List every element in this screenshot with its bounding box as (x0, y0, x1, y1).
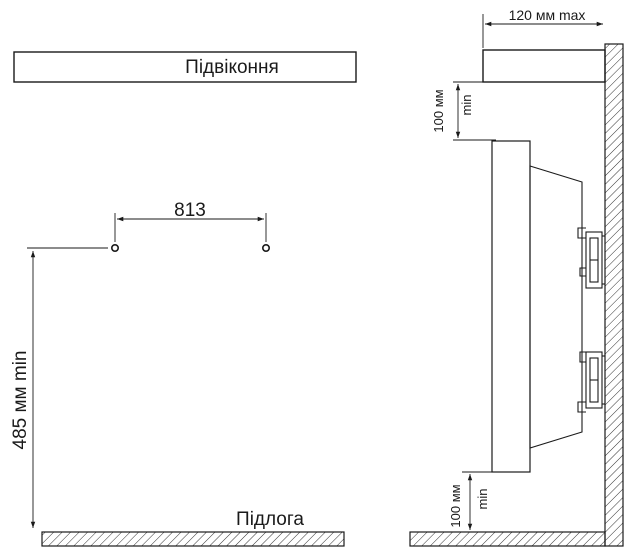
upper-bracket (577, 227, 605, 289)
bottom-gap-unit: min (475, 489, 490, 510)
spacing-value: 813 (174, 200, 206, 221)
heater-body (491, 140, 583, 473)
sill-label: Підвіконня (185, 57, 279, 78)
bottom-gap-dimension: 100 мм min (448, 471, 492, 530)
floor-label: Підлога (236, 509, 304, 530)
side-view: 120 мм max 100 мм min (409, 7, 624, 547)
floor-side (409, 531, 606, 547)
window-sill-side (482, 49, 606, 83)
mounting-hole-left (111, 244, 120, 253)
bottom-gap-value: 100 мм (448, 484, 463, 527)
floor-front: Підлога (41, 509, 345, 547)
wall (604, 43, 624, 547)
mounting-hole-right (261, 244, 270, 253)
window-sill-front (13, 51, 357, 83)
height-dimension: 485 мм min (10, 247, 108, 528)
spacing-dimension: 813 (114, 200, 267, 242)
depth-value: 120 мм max (509, 7, 586, 23)
top-gap-dimension: 100 мм min (431, 81, 496, 141)
depth-dimension: 120 мм max (482, 7, 603, 48)
top-gap-value: 100 мм (431, 89, 446, 132)
top-gap-unit: min (459, 95, 474, 116)
height-value: 485 мм min (10, 351, 31, 450)
front-view: Підвіконня 813 485 мм min Підлога (10, 51, 357, 547)
lower-bracket (577, 351, 605, 413)
